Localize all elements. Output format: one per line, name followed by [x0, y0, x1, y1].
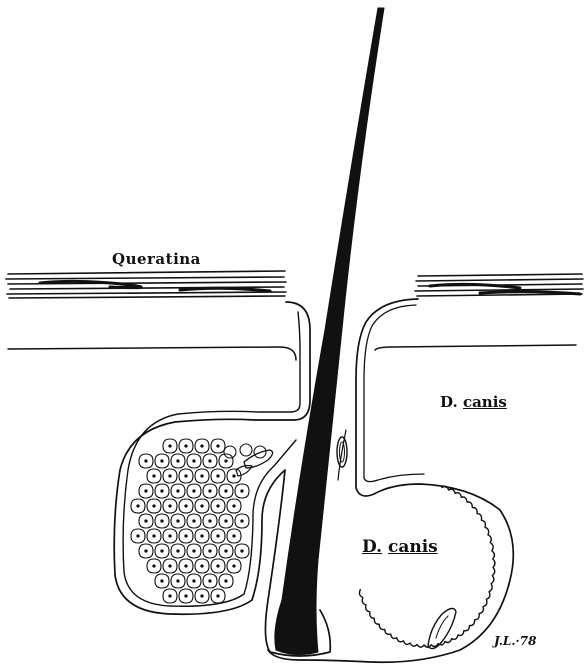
demodex-canis-label-upper: D. canis — [440, 393, 507, 411]
artist-signature: J.L.·78 — [494, 634, 536, 648]
gland-cell-nucleus — [209, 520, 211, 522]
gland-cell-nucleus — [209, 550, 211, 552]
follicle-wall-right-inner — [364, 305, 424, 482]
gland-cell-nucleus — [217, 475, 219, 477]
gland-cell-nucleus — [193, 490, 195, 492]
gland-cell-nucleus — [225, 580, 227, 582]
gland-cell-nucleus — [169, 595, 171, 597]
gland-cell-nucleus — [177, 550, 179, 552]
gland-cell — [224, 446, 236, 458]
gland-cell-nucleus — [185, 565, 187, 567]
gland-cell-nucleus — [201, 595, 203, 597]
genus-abbrev: D. — [362, 537, 382, 557]
gland-cell-nucleus — [201, 475, 203, 477]
keratin-layer-left — [6, 271, 286, 298]
gland-cell-nucleus — [145, 520, 147, 522]
gland-cell-nucleus — [241, 490, 243, 492]
gland-cell-nucleus — [145, 550, 147, 552]
gland-cell-nucleus — [241, 550, 243, 552]
gland-cell-nucleus — [185, 475, 187, 477]
gland-cell-nucleus — [193, 520, 195, 522]
gland-cell-nucleus — [137, 535, 139, 537]
gland-cell-nucleus — [201, 505, 203, 507]
gland-cell-nucleus — [201, 445, 203, 447]
gland-cell-nucleus — [153, 505, 155, 507]
gland-cell-nucleus — [217, 595, 219, 597]
gland-cell-nucleus — [153, 535, 155, 537]
gland-cell-nucleus — [209, 490, 211, 492]
gland-cell-nucleus — [193, 550, 195, 552]
gland-cell-nucleus — [161, 580, 163, 582]
gland-cell-nucleus — [209, 580, 211, 582]
gland-cell-nucleus — [169, 505, 171, 507]
gland-cell-nucleus — [177, 460, 179, 462]
gland-cell-nucleus — [169, 535, 171, 537]
mite-bottom-right — [428, 608, 456, 648]
gland-cell-nucleus — [193, 460, 195, 462]
genus-abbrev: D. — [440, 393, 458, 411]
gland-cell — [240, 444, 252, 456]
gland-cell-nucleus — [145, 490, 147, 492]
gland-cell-nucleus — [161, 460, 163, 462]
gland-cell-nucleus — [233, 475, 235, 477]
gland-cell-nucleus — [153, 475, 155, 477]
gland-cell-nucleus — [233, 505, 235, 507]
epidermis-line-right — [375, 345, 576, 350]
gland-cell-nucleus — [185, 445, 187, 447]
gland-cell-nucleus — [217, 445, 219, 447]
gland-cell-nucleus — [169, 475, 171, 477]
gland-cell-nucleus — [161, 490, 163, 492]
gland-cell-nucleus — [153, 565, 155, 567]
gland-cell-nucleus — [201, 535, 203, 537]
gland-cell-nucleus — [177, 580, 179, 582]
keratin-label: Queratina — [112, 250, 201, 268]
gland-cell-nucleus — [161, 520, 163, 522]
gland-cell-nucleus — [201, 565, 203, 567]
sebaceous-gland-cells — [131, 439, 266, 603]
demodex-canis-label-lower: D. canis — [362, 537, 438, 557]
gland-cell-nucleus — [145, 460, 147, 462]
gland-cell-nucleus — [217, 505, 219, 507]
follicle-scalloped-wall — [359, 486, 494, 647]
gland-cell-nucleus — [185, 595, 187, 597]
species-name: canis — [463, 393, 507, 411]
gland-cell-nucleus — [209, 460, 211, 462]
gland-cell-nucleus — [225, 490, 227, 492]
gland-cell-nucleus — [161, 550, 163, 552]
gland-cell-nucleus — [177, 490, 179, 492]
gland-cell-nucleus — [177, 520, 179, 522]
gland-cell-nucleus — [137, 505, 139, 507]
gland-cell-nucleus — [193, 580, 195, 582]
gland-cell-nucleus — [225, 460, 227, 462]
species-name: canis — [388, 537, 438, 557]
gland-cell-nucleus — [185, 535, 187, 537]
gland-cell-nucleus — [217, 535, 219, 537]
hair-shaft — [275, 8, 384, 655]
gland-cell-nucleus — [217, 565, 219, 567]
gland-cell-nucleus — [169, 565, 171, 567]
gland-cell-nucleus — [233, 535, 235, 537]
gland-cell-nucleus — [169, 445, 171, 447]
gland-cell-nucleus — [233, 565, 235, 567]
gland-cell-nucleus — [225, 550, 227, 552]
epidermis-line-left — [8, 347, 296, 360]
keratin-layer-right — [415, 274, 583, 296]
gland-cell-nucleus — [241, 520, 243, 522]
gland-cell-nucleus — [225, 520, 227, 522]
gland-cell-nucleus — [185, 505, 187, 507]
